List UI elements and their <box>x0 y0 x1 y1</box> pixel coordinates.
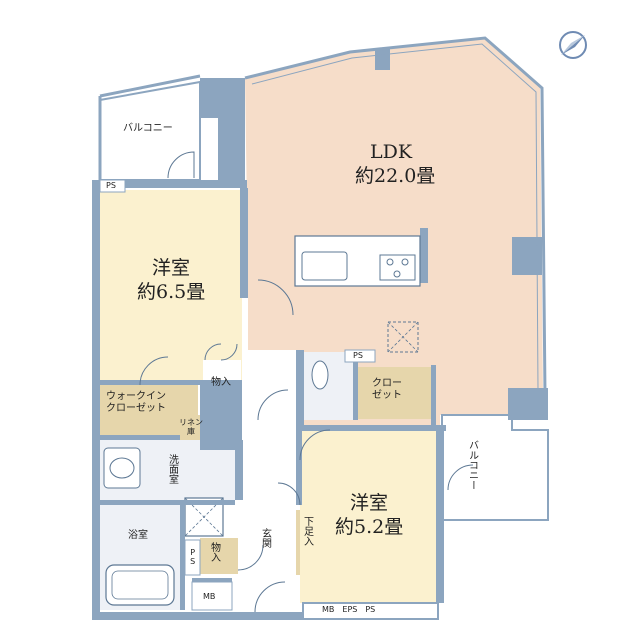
walkin-closet-line1: ウォークイン <box>106 391 166 402</box>
ps-middle-box <box>344 349 376 363</box>
closet-line1: クロー <box>372 378 402 389</box>
ps-top-box <box>99 179 126 193</box>
closet-line2: ゼット <box>372 389 402 401</box>
western-room-2-name: 洋室 <box>350 492 389 514</box>
balcony-top-rail <box>99 74 201 98</box>
ldk-floor <box>245 38 543 425</box>
linen-line1: リネン <box>179 418 203 427</box>
wash-basin <box>103 447 141 489</box>
washing-pan-cross-2 <box>184 497 224 537</box>
bathroom-label: 浴室 <box>128 530 148 541</box>
door-swings <box>139 151 474 613</box>
walls <box>92 48 548 620</box>
storage-2-label: 物入 <box>208 542 220 562</box>
bathtub-inner <box>111 570 169 600</box>
linen-floor <box>178 415 204 440</box>
kitchen-counter <box>294 235 421 287</box>
burner-2 <box>401 258 409 266</box>
toilet-floor <box>300 352 353 420</box>
storage-1-label: 物入 <box>211 377 231 388</box>
western-room-1-floor <box>100 190 242 380</box>
bottom-shaft-strip <box>302 602 439 620</box>
compass-icon <box>559 31 587 59</box>
walkin-closet-label: ウォークイン クローゼット <box>106 391 166 414</box>
western-room-1-name: 洋室 <box>152 257 191 279</box>
burner-1 <box>386 258 394 266</box>
linen-line2: 庫 <box>187 427 195 437</box>
western-room-1-size: 約6.5畳 <box>137 281 206 303</box>
closet-label: クロー ゼット <box>372 378 402 401</box>
balcony-right-label: バルコニー <box>466 440 478 490</box>
balcony-top-label: バルコニー <box>123 123 173 134</box>
linen-label: リネン 庫 <box>179 418 203 436</box>
mb-left-box <box>191 581 233 611</box>
western-room-2-floor <box>300 428 440 603</box>
ps-left-box <box>184 539 201 576</box>
closet-floor <box>356 367 431 419</box>
cooktop <box>379 254 416 281</box>
balcony-right-area <box>441 414 549 521</box>
entrance-label: 玄関 <box>259 528 271 548</box>
toilet-bowl <box>311 360 329 390</box>
bottom-shaft-label: MB EPS PS <box>322 605 376 614</box>
ldk-appliance-box <box>387 321 419 353</box>
bathtub <box>105 564 175 606</box>
kitchen-sink <box>301 251 348 281</box>
ldk-window-inner <box>251 43 539 391</box>
entrance-floor <box>238 505 296 575</box>
ps-top-label: PS <box>106 181 116 190</box>
ldk-window-line <box>244 36 547 396</box>
ldk-size: 約22.0畳 <box>355 165 436 187</box>
washroom-label: 洗面室 <box>166 454 178 484</box>
appliance-cross-2 <box>387 321 419 353</box>
ldk-name: LDK <box>370 141 413 163</box>
walkin-closet-line2: クローゼット <box>106 402 166 414</box>
shoe-closet-label: 下足入 <box>301 516 313 546</box>
ps-left-label: PS <box>188 548 198 566</box>
storage-2-floor <box>200 538 238 574</box>
burner-3 <box>393 270 401 278</box>
western-room-2-size: 約5.2畳 <box>335 516 404 538</box>
ps-middle-label: PS <box>353 351 363 360</box>
mb-left-label: MB <box>203 592 216 601</box>
basin-bowl <box>109 457 135 479</box>
